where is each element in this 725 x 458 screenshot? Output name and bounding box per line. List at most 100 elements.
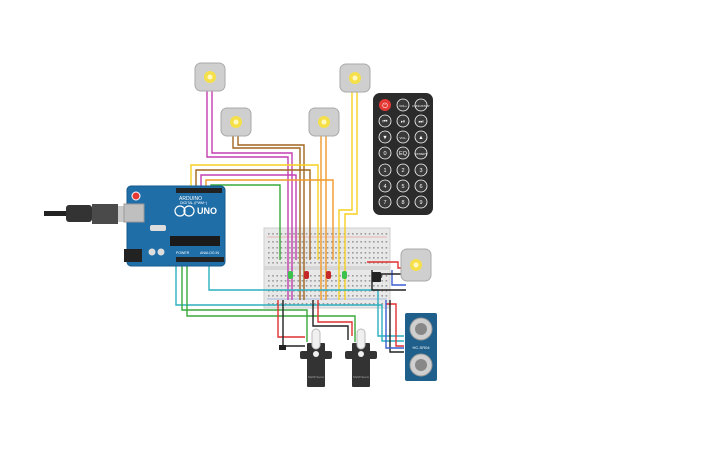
breadboard-hole	[322, 290, 325, 292]
remote-button[interactable]: ⏮	[378, 114, 392, 128]
remote-button[interactable]: ▲	[414, 130, 428, 144]
breadboard-hole	[314, 262, 316, 264]
remote-button[interactable]: VOL-	[396, 130, 410, 144]
breadboard-hole	[364, 303, 367, 305]
servo-2-label: SG90 Servo	[353, 375, 370, 379]
breadboard-hole	[322, 252, 325, 254]
breadboard-hole	[364, 275, 367, 277]
remote-power-button	[379, 99, 391, 111]
breadboard-hole	[373, 247, 375, 249]
breadboard-hole	[276, 233, 278, 235]
breadboard-hole	[289, 262, 291, 264]
remote-button-label: EQ	[399, 151, 408, 157]
breadboard-hole	[280, 275, 283, 277]
remote-button[interactable]: ▼	[378, 130, 392, 144]
wire-magenta-3	[200, 174, 297, 260]
breadboard-hole	[381, 295, 383, 297]
breadboard-hole	[326, 280, 329, 282]
wire-yellow-1	[338, 92, 353, 300]
servo-1-label: SG90 Servo	[308, 375, 325, 379]
remote-button[interactable]: ST/REPT	[414, 146, 428, 160]
remote-button[interactable]: EQ	[396, 146, 410, 160]
remote-button[interactable]: 5	[396, 179, 410, 193]
breadboard-hole	[305, 303, 308, 305]
breadboard-hole	[335, 275, 337, 277]
breadboard-hole	[284, 262, 287, 264]
remote-button[interactable]: 1	[378, 163, 392, 177]
breadboard-hole	[356, 280, 358, 282]
breadboard-hole	[322, 257, 325, 259]
breadboard-hole	[339, 241, 341, 243]
remote-button[interactable]: 6	[414, 179, 428, 193]
arduino-power-label: POWER	[176, 251, 190, 255]
remote-button[interactable]: 7	[378, 195, 392, 209]
wire-yellow-3	[190, 164, 319, 260]
breadboard-hole	[360, 290, 362, 292]
breadboard-hole	[381, 280, 383, 282]
breadboard-hole	[272, 241, 274, 243]
breadboard-hole	[293, 247, 295, 249]
breadboard-hole	[301, 233, 304, 235]
breadboard-hole	[364, 233, 367, 235]
breadboard-hole	[364, 257, 367, 259]
breadboard-hole	[322, 262, 325, 264]
breadboard-hole	[293, 241, 295, 243]
breadboard-hole	[381, 290, 383, 292]
breadboard-hole	[314, 295, 316, 297]
servo-1: SG90 Servo	[300, 328, 332, 387]
breadboard-hole	[305, 247, 308, 249]
breadboard-hole	[280, 290, 283, 292]
breadboard-hole	[293, 275, 295, 277]
led-green-2	[342, 271, 347, 279]
remote-button[interactable]: FUNC/STOP	[412, 98, 430, 112]
remote-button[interactable]: 2	[396, 163, 410, 177]
breadboard-hole	[289, 252, 291, 254]
breadboard-hole	[276, 257, 278, 259]
remote-button[interactable]: 3	[414, 163, 428, 177]
breadboard-hole	[297, 252, 299, 254]
breadboard-hole	[326, 257, 329, 259]
breadboard-hole	[331, 257, 333, 259]
breadboard-hole	[280, 285, 283, 287]
breadboard-hole	[352, 257, 354, 259]
remote-button[interactable]: 4	[378, 179, 392, 193]
breadboard-hole	[356, 285, 358, 287]
breadboard-hole	[276, 303, 278, 305]
remote-button-label: 1	[383, 168, 386, 174]
remote-button[interactable]: ⏯	[396, 114, 410, 128]
remote-button[interactable]: 8	[396, 195, 410, 209]
breadboard-hole	[276, 262, 278, 264]
breadboard-hole	[289, 280, 291, 282]
breadboard-hole	[272, 247, 274, 249]
remote-button[interactable]: ⏭	[414, 114, 428, 128]
breadboard-hole	[268, 275, 270, 277]
breadboard-hole	[335, 290, 337, 292]
breadboard-hole	[377, 247, 379, 249]
breadboard-hole	[360, 303, 362, 305]
remote-button-label: ⏭	[419, 119, 424, 125]
breadboard-hole	[352, 295, 354, 297]
breadboard-hole	[276, 285, 278, 287]
remote-button[interactable]: 9	[414, 195, 428, 209]
breadboard-hole	[322, 275, 325, 277]
breadboard-hole	[310, 241, 312, 243]
breadboard-hole	[310, 247, 312, 249]
breadboard-hole	[268, 285, 270, 287]
breadboard-hole	[318, 275, 320, 277]
breadboard-hole	[314, 233, 316, 235]
breadboard-hole	[335, 303, 337, 305]
breadboard-hole	[268, 247, 270, 249]
remote-button[interactable]: 0	[378, 146, 392, 160]
remote-button[interactable]: VOL+	[396, 98, 410, 112]
ultrasonic-label: HC-SR04	[412, 345, 430, 350]
breadboard-hole	[284, 247, 287, 249]
breadboard-hole	[352, 303, 354, 305]
breadboard-hole	[331, 280, 333, 282]
breadboard-hole	[356, 290, 358, 292]
breadboard-hole	[276, 280, 278, 282]
breadboard-hole	[368, 247, 371, 249]
breadboard-hole	[284, 252, 287, 254]
breadboard-hole	[310, 285, 312, 287]
